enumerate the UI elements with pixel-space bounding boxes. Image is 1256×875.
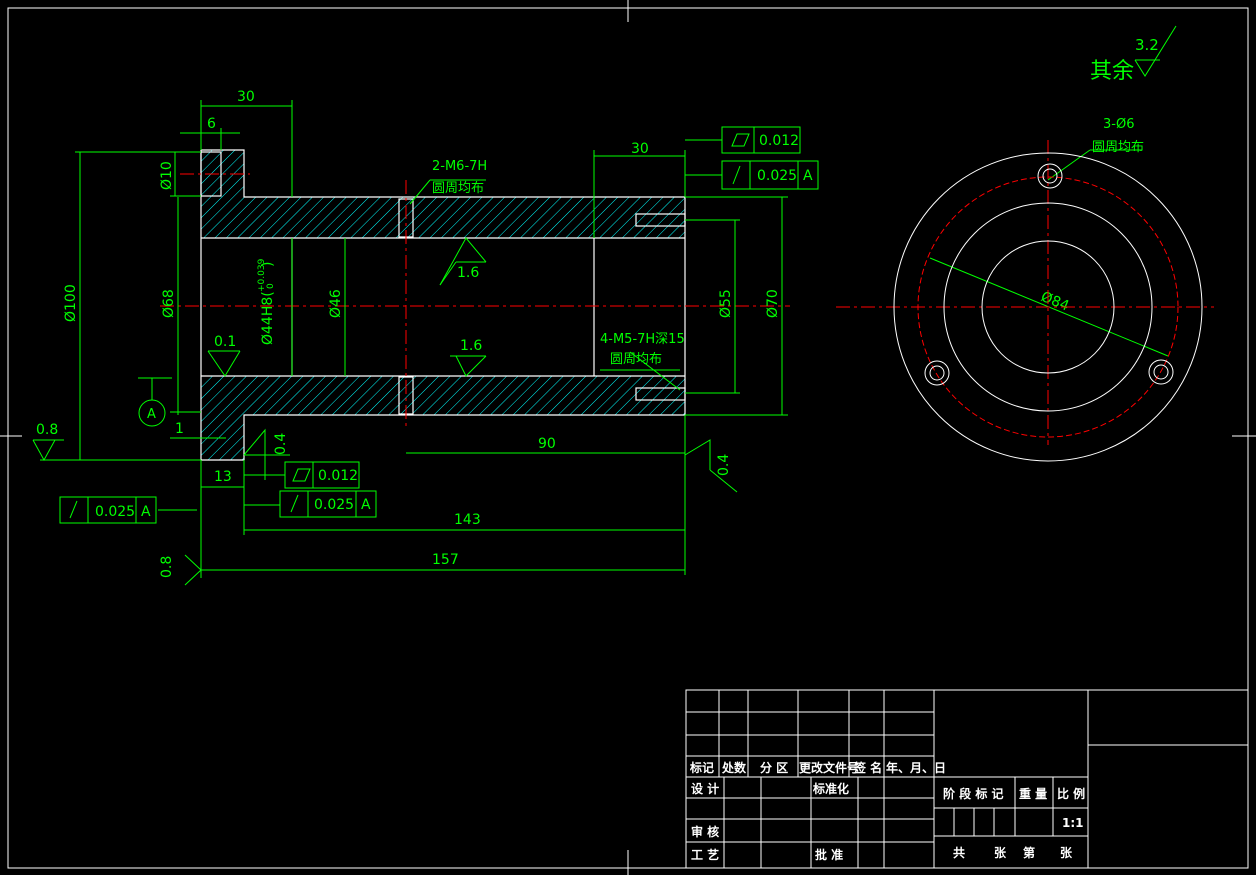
dim-dia-44-base: Ø44H8( bbox=[260, 291, 276, 345]
dim-dia-44-close: ) bbox=[260, 262, 276, 267]
dim-90: 90 bbox=[538, 436, 556, 452]
hatch-bottom-wall bbox=[201, 376, 685, 460]
end-view bbox=[836, 140, 1214, 462]
tb-sign: 签 名 bbox=[853, 760, 882, 775]
dim-dia-44: Ø44H8( +0.039 0 ) bbox=[257, 258, 276, 345]
roughness-0-8-bottom: 0.8 bbox=[159, 556, 175, 578]
dim-6: 6 bbox=[207, 116, 216, 132]
callout-6-1: 3-Ø6 bbox=[1103, 117, 1134, 132]
tb-stage: 阶 段 标 记 bbox=[943, 786, 1004, 801]
tb-sheet-total: 共 bbox=[953, 845, 965, 860]
dimension-texts: 30 6 30 Ø10 Ø100 Ø68 Ø44H8( +0.039 0 ) Ø… bbox=[63, 89, 1071, 568]
dim-dia-68: Ø68 bbox=[161, 289, 177, 318]
section-view bbox=[160, 149, 790, 461]
dim-dia-100: Ø100 bbox=[63, 284, 79, 322]
tb-scale: 比 例 bbox=[1057, 786, 1085, 801]
centerlines bbox=[160, 173, 790, 430]
dim-dia-10: Ø10 bbox=[159, 161, 175, 190]
dim-13: 13 bbox=[214, 469, 232, 485]
tb-count: 处数 bbox=[721, 760, 747, 775]
dim-dia-44-upper: +0.039 bbox=[257, 258, 267, 292]
runout-left-datum: A bbox=[141, 504, 151, 520]
tb-zone: 分 区 bbox=[760, 760, 788, 775]
tb-mark: 标记 bbox=[689, 760, 714, 775]
tb-change-doc: 更改文件号 bbox=[799, 760, 859, 775]
callout-m6-2: 圆周均布 bbox=[432, 181, 484, 196]
callout-6-2: 圆周均布 bbox=[1092, 140, 1144, 155]
general-surface-finish: 其余 3.2 bbox=[1090, 25, 1177, 84]
hole-callouts: 2-M6-7H 圆周均布 4-M5-7H深15 圆周均布 3-Ø6 圆周均布 bbox=[432, 117, 1144, 367]
surface-finish-value: 3.2 bbox=[1135, 36, 1159, 54]
hatch-top-wall bbox=[201, 197, 685, 238]
tb-weight: 重 量 bbox=[1019, 786, 1047, 801]
datum-a: A bbox=[138, 399, 166, 427]
roughness-0-1: 0.1 bbox=[214, 334, 236, 350]
dim-30-right: 30 bbox=[631, 141, 649, 157]
dim-dia-46: Ø46 bbox=[328, 289, 344, 318]
flatness-top-value: 0.012 bbox=[759, 133, 799, 149]
runout-left-value: 0.025 bbox=[95, 504, 135, 520]
dim-30-left: 30 bbox=[237, 89, 255, 105]
roughness-0-4-a: 0.4 bbox=[273, 433, 289, 455]
dim-dia-84: Ø84 bbox=[1039, 289, 1072, 315]
roughness-0-4-b: 0.4 bbox=[716, 454, 732, 476]
roughness-values: 1.6 1.6 0.1 0.8 0.4 0.4 0.8 bbox=[36, 265, 732, 578]
tb-review: 审 核 bbox=[691, 824, 719, 839]
dim-dia-55: Ø55 bbox=[718, 289, 734, 318]
callout-m5-2: 圆周均布 bbox=[610, 352, 662, 367]
tb-process: 工 艺 bbox=[691, 847, 719, 862]
roughness-0-8-left: 0.8 bbox=[36, 422, 58, 438]
runout-top-datum: A bbox=[803, 168, 813, 184]
dim-143: 143 bbox=[454, 512, 481, 528]
tb-sheet-of: 张 bbox=[994, 845, 1007, 860]
roughness-1-6-top: 1.6 bbox=[457, 265, 479, 281]
callout-m6-1: 2-M6-7H bbox=[432, 159, 487, 174]
dim-157: 157 bbox=[432, 552, 459, 568]
tb-date: 年、月、日 bbox=[886, 760, 946, 775]
roughness-1-6-mid: 1.6 bbox=[460, 338, 482, 354]
runout-bottom-datum: A bbox=[361, 497, 371, 513]
callout-m5-1: 4-M5-7H深15 bbox=[600, 332, 685, 347]
dimension-lines bbox=[40, 100, 1169, 578]
tb-scale-value: 1:1 bbox=[1062, 816, 1084, 830]
tb-sheet-no: 第 bbox=[1023, 845, 1035, 860]
runout-top-value: 0.025 bbox=[757, 168, 797, 184]
datum-a-label: A bbox=[147, 407, 156, 422]
tb-standard: 标准化 bbox=[812, 781, 849, 796]
dim-dia-44-lower: 0 bbox=[266, 283, 276, 289]
tb-approve: 批 准 bbox=[815, 847, 843, 862]
flatness-bottom-value: 0.012 bbox=[318, 468, 358, 484]
runout-bottom-value: 0.025 bbox=[314, 497, 354, 513]
tb-sheet-end: 张 bbox=[1060, 845, 1073, 860]
dim-dia-70: Ø70 bbox=[765, 289, 781, 318]
hatch-flange-top bbox=[201, 150, 244, 197]
title-block-text: 标记 处数 分 区 更改文件号 签 名 年、月、日 设 计 标准化 审 核 工 … bbox=[689, 760, 1085, 862]
title-block bbox=[685, 689, 1249, 869]
dim-1: 1 bbox=[175, 421, 184, 437]
tb-design: 设 计 bbox=[691, 781, 719, 796]
roughness-symbols bbox=[32, 237, 738, 586]
tolerance-frames: 0.012 0.025 A 0.012 0.025 A 0.025 A bbox=[59, 126, 819, 524]
surface-finish-label: 其余 bbox=[1090, 59, 1134, 84]
